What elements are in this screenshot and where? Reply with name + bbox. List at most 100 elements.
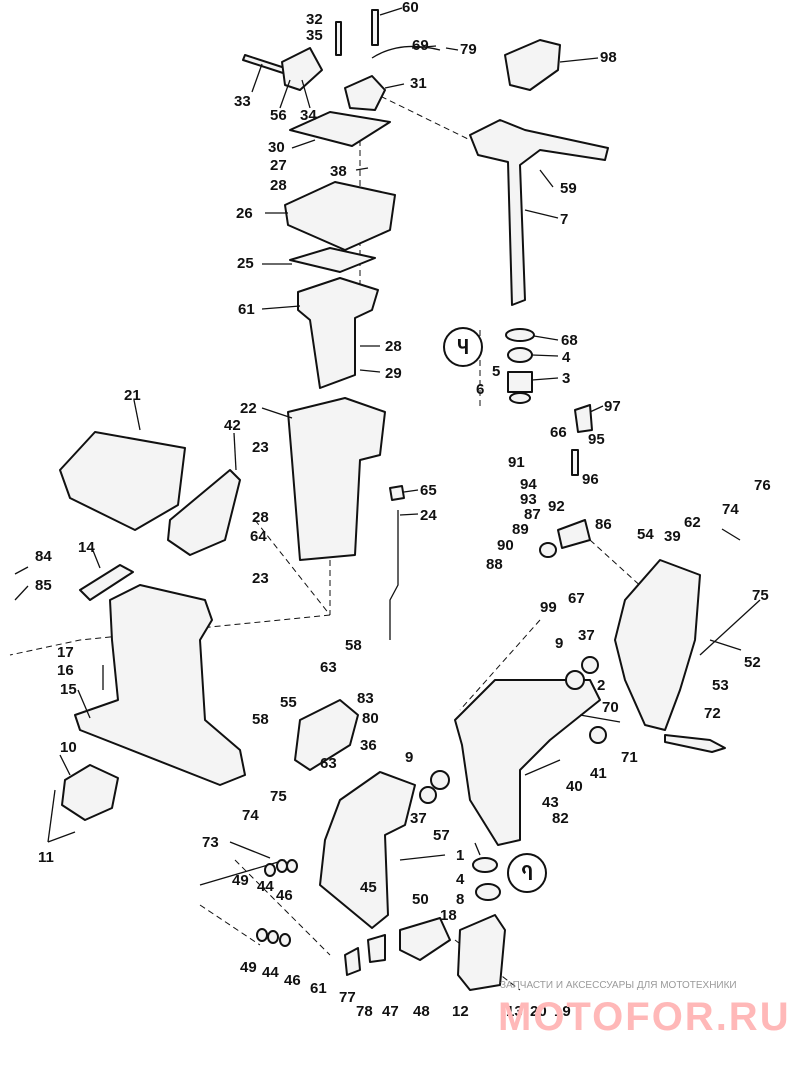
callout-86: 86	[595, 516, 612, 533]
callout-50: 50	[412, 891, 429, 908]
callout-52: 52	[744, 654, 761, 671]
bracket-56	[281, 47, 323, 91]
pin-40	[524, 759, 561, 776]
callout-57: 57	[433, 827, 450, 844]
callout-74b: 74	[242, 807, 259, 824]
callout-66: 66	[550, 424, 567, 441]
callout-4b: 4	[456, 871, 465, 888]
gasket-25	[289, 247, 376, 273]
callout-70: 70	[602, 699, 619, 716]
bolt-70	[579, 714, 621, 723]
callout-97: 97	[604, 398, 621, 415]
callout-73: 73	[202, 834, 219, 851]
callout-23a: 23	[252, 439, 269, 456]
callout-80: 80	[362, 710, 379, 727]
callout-83: 83	[357, 690, 374, 707]
service-badge-upper: Ⴗ	[443, 327, 483, 367]
callout-95: 95	[588, 431, 605, 448]
callout-10: 10	[60, 739, 77, 756]
bushing-89	[539, 542, 557, 558]
callout-44b: 44	[262, 964, 279, 981]
callout-29: 29	[385, 365, 402, 382]
service-badge-lower: Ⴄ	[507, 853, 547, 893]
callout-28a: 28	[270, 177, 287, 194]
bolt-32	[335, 21, 342, 56]
pin-95	[571, 449, 579, 476]
rod-52	[699, 599, 761, 656]
callout-14: 14	[78, 539, 95, 556]
bracket-18	[399, 917, 451, 961]
washer-37b	[419, 786, 437, 804]
exhaust-housing-61	[297, 277, 379, 389]
gasket-30	[289, 111, 391, 147]
callout-23b: 23	[252, 570, 269, 587]
callout-25: 25	[237, 255, 254, 272]
parts	[59, 9, 761, 991]
callout-22: 22	[240, 400, 257, 417]
bushing-3	[507, 371, 533, 393]
washer-49b	[256, 928, 268, 942]
oring-5	[509, 392, 531, 404]
washer-46a	[286, 859, 298, 873]
handle-98	[504, 39, 561, 91]
callout-47: 47	[382, 1003, 399, 1020]
callout-85: 85	[35, 577, 52, 594]
callout-62: 62	[684, 514, 701, 531]
fitting-97	[574, 404, 593, 433]
seal-4b	[472, 857, 498, 873]
callout-1: 1	[456, 847, 464, 864]
callout-24: 24	[420, 507, 437, 524]
callout-11: 11	[38, 849, 54, 866]
callout-90: 90	[497, 537, 514, 554]
callout-28b: 28	[385, 338, 402, 355]
callout-38: 38	[330, 163, 347, 180]
plate-14	[79, 564, 134, 601]
callout-37b: 37	[410, 810, 427, 827]
cowl-panel-42	[167, 469, 241, 556]
washer-46b	[279, 933, 291, 947]
callout-69: 69	[412, 37, 429, 54]
washer-44b	[267, 930, 279, 944]
callout-58a: 58	[345, 637, 362, 654]
callout-21: 21	[124, 387, 141, 404]
tilt-lever-72	[664, 734, 726, 753]
washer-49a	[264, 863, 276, 877]
bushing-41	[589, 726, 607, 744]
callout-39: 39	[664, 528, 681, 545]
callout-41: 41	[590, 765, 607, 782]
seal-68	[505, 328, 535, 342]
callout-8: 8	[456, 891, 464, 908]
adapter-plate-26	[284, 181, 396, 251]
callout-77: 77	[339, 989, 356, 1006]
badge-upper-symbol: Ⴗ	[457, 338, 468, 359]
clamp-bracket-36	[319, 771, 416, 929]
callout-32: 32	[306, 11, 323, 28]
bushing-9b	[430, 770, 450, 790]
callout-98: 98	[600, 49, 617, 66]
callout-9b: 9	[405, 749, 413, 766]
callout-63b: 63	[320, 755, 337, 772]
bolt-60	[371, 9, 379, 46]
callout-26: 26	[236, 205, 253, 222]
callout-94: 94	[520, 476, 537, 493]
block-77	[367, 934, 386, 963]
linkage-31	[344, 75, 386, 111]
callout-31: 31	[410, 75, 427, 92]
callout-93: 93	[520, 491, 537, 508]
callout-74a: 74	[722, 501, 739, 518]
callout-89: 89	[512, 521, 529, 538]
callout-5: 5	[492, 363, 500, 380]
callout-16: 16	[57, 662, 74, 679]
bolt-50	[399, 854, 446, 861]
callout-45: 45	[360, 879, 377, 896]
bushing-9a	[565, 670, 585, 690]
callout-46a: 46	[276, 887, 293, 904]
callout-99: 99	[540, 599, 557, 616]
grommet-65	[389, 485, 405, 501]
callout-88: 88	[486, 556, 503, 573]
bushing-8	[475, 883, 501, 901]
callout-53: 53	[712, 677, 729, 694]
callout-67: 67	[568, 590, 585, 607]
callout-40: 40	[566, 778, 583, 795]
